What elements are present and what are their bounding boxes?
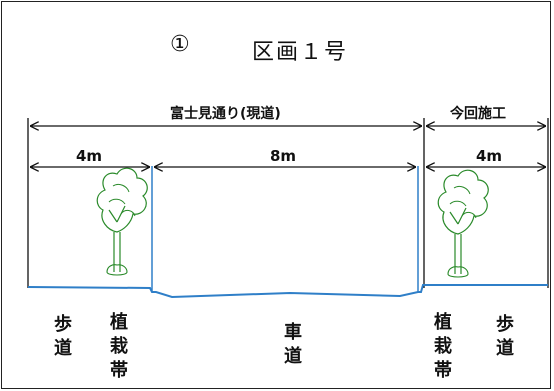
carriageway-width-label: 8m xyxy=(270,147,297,165)
ground-profile-line xyxy=(27,284,548,299)
right-tree-icon xyxy=(437,169,489,278)
section-number: ① xyxy=(170,32,190,57)
existing-road-label: 富士見通り(現道) xyxy=(170,106,281,122)
left-sidewalk-width-label: 4m xyxy=(76,147,103,165)
construction-label: 今回施工 xyxy=(450,106,506,122)
carriageway-label: 車道 xyxy=(281,322,302,370)
left-tree-icon xyxy=(96,167,148,276)
right-planting-label: 植栽帯 xyxy=(431,312,452,384)
right-sidewalk-label: 歩道 xyxy=(493,314,514,362)
planting-edge-lines xyxy=(151,166,419,292)
left-sidewalk-label: 歩道 xyxy=(51,314,72,362)
diagram-title: 区画１号 xyxy=(252,40,349,65)
right-sidewalk-width-label: 4m xyxy=(476,147,503,165)
boundary-lines xyxy=(27,118,549,288)
left-planting-label: 植栽帯 xyxy=(107,312,128,384)
